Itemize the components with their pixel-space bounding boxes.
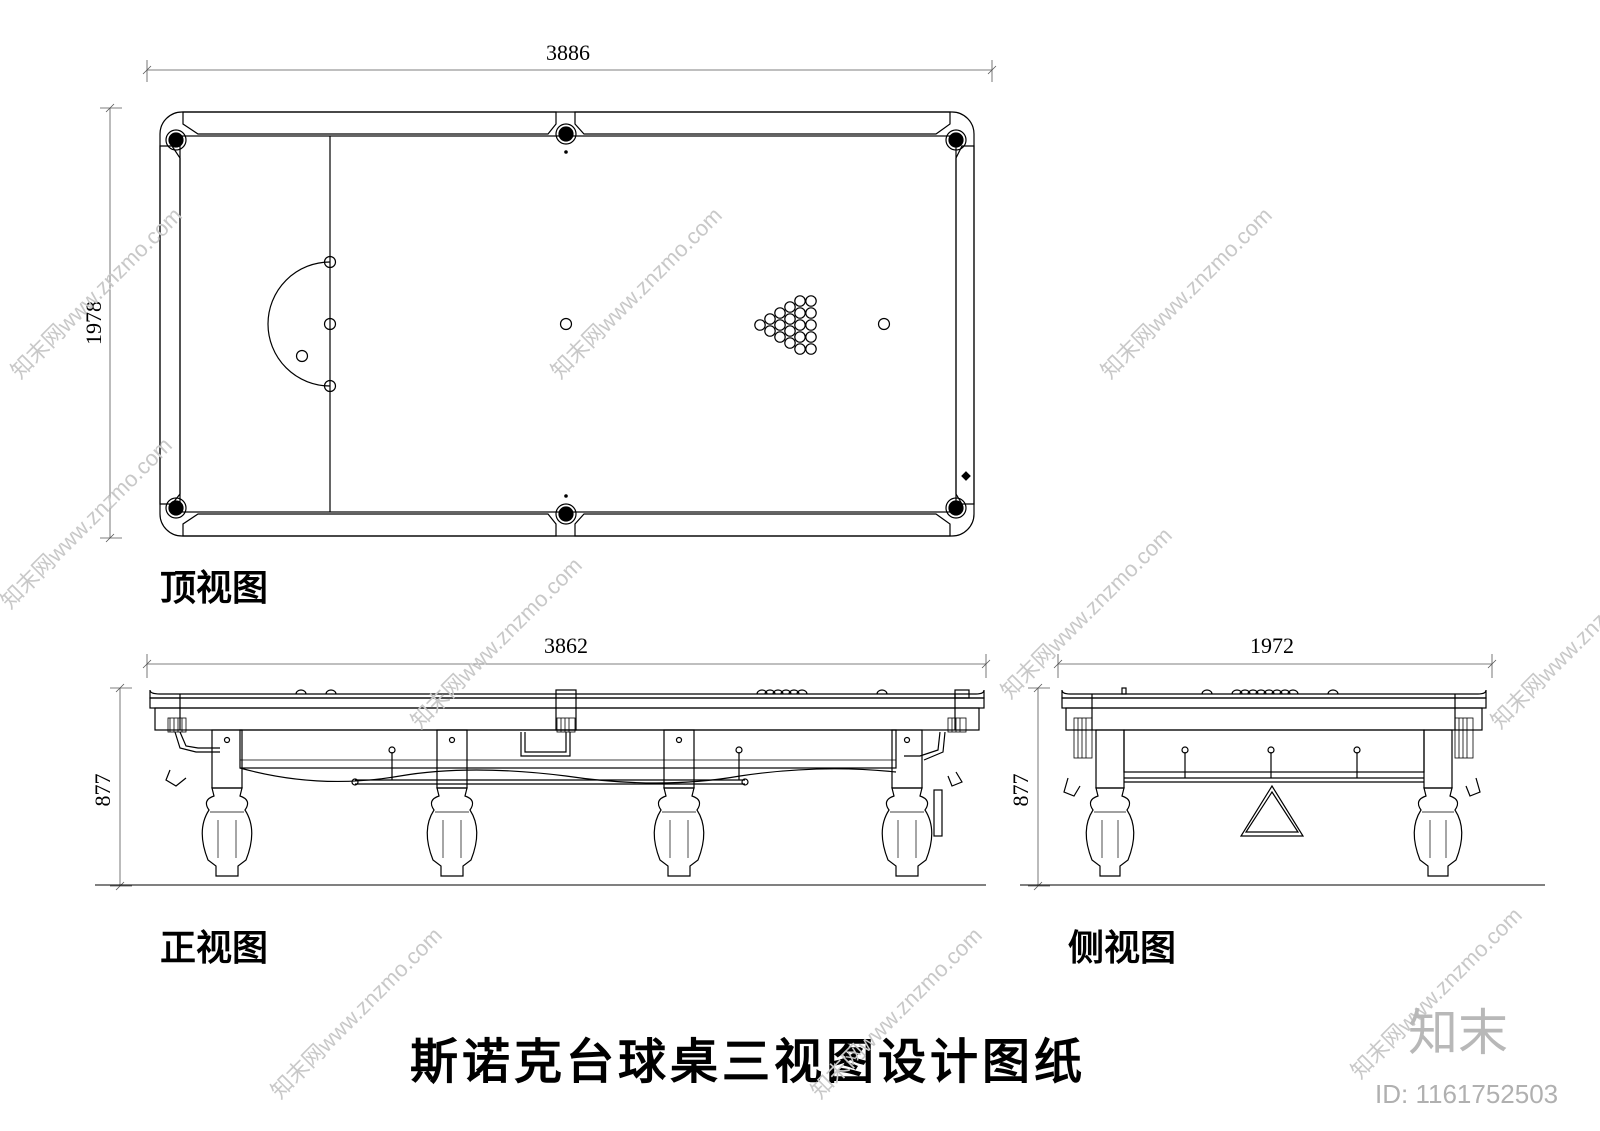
pocket-top-middle (558, 126, 574, 142)
watermark-text: 知末网www.znzmo.com (1096, 202, 1277, 383)
drawing-title: 斯诺克台球桌三视图设计图纸 (410, 1034, 1086, 1090)
watermark-brand: 知末 (1408, 1004, 1508, 1062)
front-top-balls (295, 689, 888, 695)
watermark-text: 知末网www.znzmo.com (996, 522, 1177, 703)
side-width-dimension (1053, 654, 1497, 678)
front-cue-hardware (165, 731, 963, 837)
watermark-text: 知末网www.znzmo.com (546, 202, 727, 383)
front-width-dimension (142, 654, 991, 678)
front-rail (149, 689, 985, 731)
pocket-bottom-right (948, 500, 964, 516)
watermark-id: ID: 1161752503 (1375, 1079, 1558, 1109)
top-height-dimension (100, 103, 122, 543)
front-apron (239, 729, 897, 784)
watermark-text: 知末网www.znzmo.com (1486, 552, 1600, 733)
pocket-bottom-left (168, 500, 184, 516)
side-top-balls (1121, 687, 1339, 695)
watermark-text: 知末网www.znzmo.com (0, 432, 177, 613)
diamond-marker (961, 471, 971, 481)
top-width-dimension (142, 60, 997, 82)
front-height-text: 877 (90, 774, 115, 807)
front-width-text: 3862 (544, 633, 588, 658)
front-legs (201, 787, 933, 877)
side-apron (1095, 729, 1453, 789)
red-balls-triangle (754, 295, 817, 355)
top-view: 3886 1978 (81, 40, 997, 609)
front-view: 3862 877 (90, 633, 991, 969)
front-view-label: 正视图 (160, 927, 268, 969)
side-pocket-nets (1073, 717, 1474, 759)
top-table-outline (159, 111, 975, 537)
baulk-area (267, 136, 337, 512)
front-pocket-nets (167, 717, 967, 733)
side-rail (1061, 689, 1487, 731)
pocket-top-left (168, 132, 184, 148)
front-leg-blocks (211, 729, 923, 789)
top-pockets (165, 123, 967, 525)
top-width-text: 3886 (546, 40, 590, 65)
pocket-top-right (948, 132, 964, 148)
side-width-text: 1972 (1250, 633, 1294, 658)
pocket-bottom-middle (558, 506, 574, 522)
side-view: 1972 877 (1008, 633, 1545, 969)
side-hooks (1063, 777, 1481, 797)
side-legs (1085, 787, 1463, 877)
side-height-text: 877 (1008, 774, 1033, 807)
triangle-rack (1239, 784, 1305, 837)
top-height-text: 1978 (81, 301, 106, 345)
side-height-dimension (1028, 683, 1050, 891)
table-spots (559, 150, 891, 498)
side-view-label: 侧视图 (1068, 927, 1176, 969)
watermark-layer: 知末网www.znzmo.com 知末网www.znzmo.com 知末网www… (0, 202, 1600, 1109)
top-view-label: 顶视图 (160, 567, 268, 609)
front-height-dimension (110, 683, 132, 891)
